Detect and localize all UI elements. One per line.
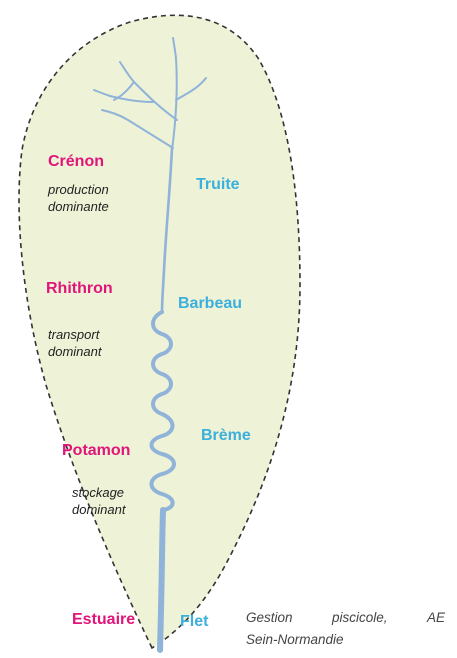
zone-label-rhithron: Rhithron	[46, 281, 113, 297]
process-label-stockage: stockage dominant	[72, 484, 125, 518]
fish-label-barbeau: Barbeau	[178, 296, 242, 312]
caption-word-ae: AE	[427, 611, 445, 625]
river-lower	[160, 510, 163, 650]
zone-label-potamon: Potamon	[62, 443, 130, 459]
caption-word-piscicole: piscicole,	[332, 611, 388, 625]
zone-label-estuaire: Estuaire	[72, 612, 135, 628]
process-label-production: production dominante	[48, 181, 109, 215]
fish-label-flet: Flet	[180, 614, 208, 630]
source-caption-line2: Sein-Normandie	[246, 633, 344, 647]
process-label-transport: transport dominant	[48, 326, 101, 360]
fish-label-truite: Truite	[196, 177, 240, 193]
fish-label-breme: Brème	[201, 428, 251, 444]
caption-word-gestion: Gestion	[246, 611, 293, 625]
zone-label-crenon: Crénon	[48, 154, 104, 170]
source-caption-line1: Gestion piscicole, AE	[246, 611, 445, 625]
